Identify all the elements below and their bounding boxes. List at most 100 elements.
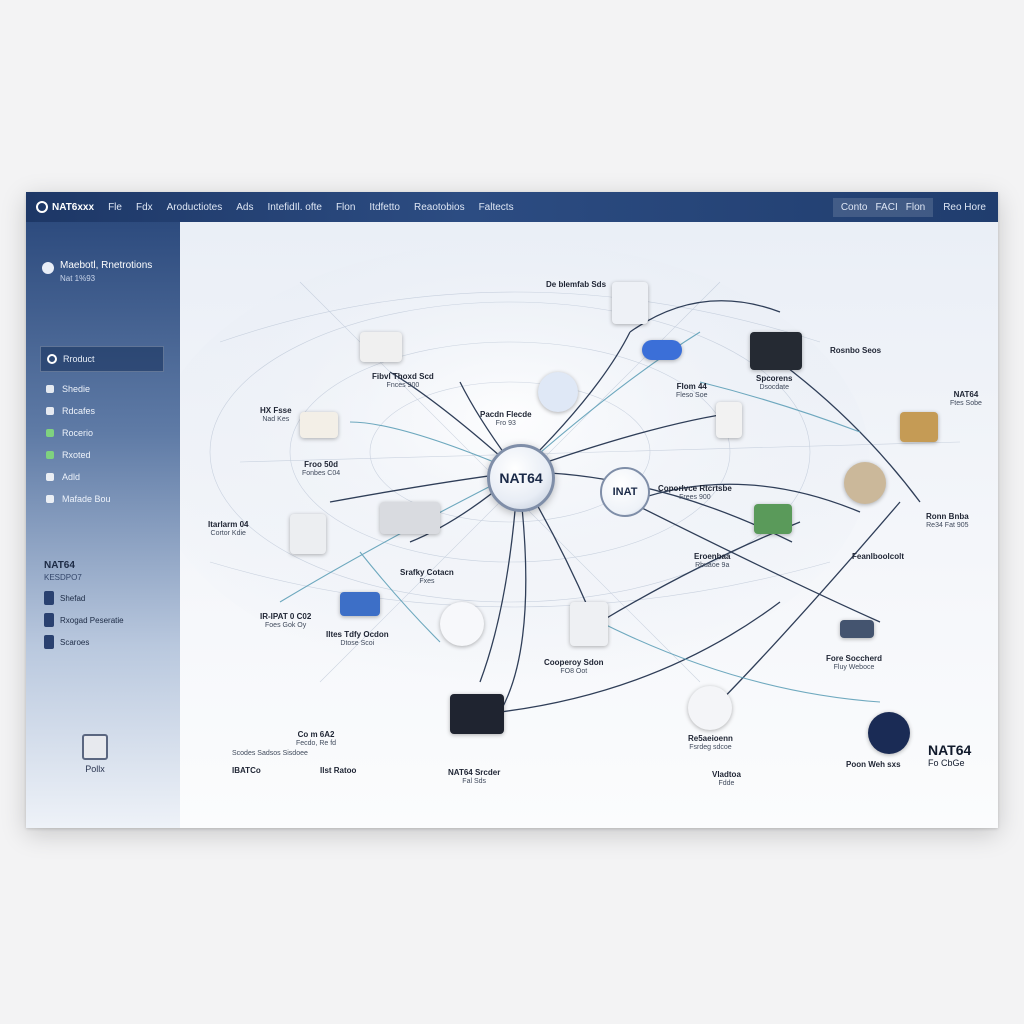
- hub2-label: INAT: [612, 486, 638, 498]
- legend-row: Ilst Ratoo: [320, 766, 357, 775]
- sidebar-item[interactable]: Rxoted: [40, 444, 164, 466]
- device-icon: [44, 613, 54, 627]
- app-window: NAT6xxx Fle Fdx Aroductiotes Ads Intefid…: [26, 192, 998, 828]
- sidebar-item[interactable]: Adld: [40, 466, 164, 488]
- nav-item[interactable]: Faltects: [478, 201, 514, 213]
- nav-item[interactable]: Fle: [108, 201, 122, 213]
- router-icon[interactable]: [750, 332, 802, 370]
- device-icon: [44, 591, 54, 605]
- avatar: [42, 262, 54, 274]
- item-icon: [46, 407, 54, 415]
- sidebar-profile[interactable]: Maebotl, Rnetrotions Nat 1%93: [42, 260, 152, 283]
- network-canvas[interactable]: NAT64 INAT De blemfab Sds Fibvl Thoxd Sc…: [180, 222, 998, 828]
- hub-label: NAT64: [499, 470, 543, 486]
- sidebar-item-product[interactable]: Rroduct: [40, 346, 164, 372]
- item-icon: [46, 385, 54, 393]
- sidebar-item[interactable]: Rocerio: [40, 422, 164, 444]
- device-icon[interactable]: [360, 332, 402, 362]
- faci-link[interactable]: FACI: [875, 201, 898, 213]
- nav-item[interactable]: Flon: [335, 201, 356, 213]
- sidebar-item-label: Rocerio: [62, 428, 94, 438]
- section-title: NAT64: [44, 560, 75, 571]
- item-icon: [46, 429, 54, 437]
- sidebar-item[interactable]: Shedie: [40, 378, 164, 400]
- sidebar: Maebotl, Rnetrotions Nat 1%93 Rroduct Sh…: [26, 222, 180, 828]
- sidebar-item[interactable]: Mafade Bou: [40, 488, 164, 510]
- node-label: Rosnbo Seos: [830, 346, 882, 355]
- legend-row: Scodes Sadsos Sisdoee: [232, 750, 308, 757]
- nat64-hub[interactable]: NAT64: [487, 444, 555, 512]
- device-icon[interactable]: [290, 514, 326, 554]
- device-icon[interactable]: [570, 602, 608, 646]
- computer-icon: [82, 734, 108, 760]
- device-icon[interactable]: [612, 282, 648, 324]
- user-menu[interactable]: Reo Hore: [943, 201, 986, 213]
- profile-sub: Nat 1%93: [60, 274, 96, 283]
- sidebar-item-label: Rroduct: [63, 354, 95, 364]
- sidebar-footer[interactable]: Pollx: [82, 734, 108, 774]
- sidebar-item-label: Rxoted: [62, 450, 91, 460]
- list-item-label: Scaroes: [60, 637, 90, 647]
- brand[interactable]: NAT6xxx: [36, 201, 94, 213]
- nat-hub-secondary[interactable]: INAT: [600, 467, 650, 517]
- nav-item[interactable]: IntefidIl. ofte: [267, 201, 322, 213]
- topbar-right: Conto FACI Flon Reo Hore: [832, 197, 986, 217]
- device-icon[interactable]: [538, 372, 578, 412]
- node-label: Feanlboolcolt: [852, 552, 904, 561]
- device-icon[interactable]: [716, 402, 742, 438]
- list-item[interactable]: Scaroes: [44, 631, 124, 653]
- sidebar-item-label: Rdcafes: [62, 406, 96, 416]
- sidebar-item-label: Shedie: [62, 384, 91, 394]
- list-item[interactable]: Rxogad Peseratie: [44, 609, 124, 631]
- nav-item[interactable]: Ads: [236, 201, 254, 213]
- nav-item[interactable]: Fdx: [135, 201, 153, 213]
- device-icon: [44, 635, 54, 649]
- item-icon: [46, 473, 54, 481]
- node-label: De blemfab Sds: [546, 280, 607, 289]
- brand-name: NAT6xxx: [52, 201, 95, 213]
- device-icon[interactable]: [642, 340, 682, 360]
- device-icon[interactable]: [900, 412, 938, 442]
- device-icon[interactable]: [300, 412, 338, 438]
- device-icon[interactable]: [844, 462, 886, 504]
- device-icon[interactable]: [754, 504, 792, 534]
- main-nav: Fle Fdx Aroductiotes Ads IntefidIl. ofte…: [108, 202, 514, 213]
- nav-item[interactable]: Reaotobios: [413, 201, 465, 213]
- device-icon[interactable]: [840, 620, 874, 638]
- server-icon[interactable]: [380, 502, 440, 534]
- profile-name: Maebotl, Rnetrotions: [60, 260, 153, 271]
- device-icon[interactable]: [450, 694, 504, 734]
- globe-icon[interactable]: [868, 712, 910, 754]
- list-item[interactable]: Shefad: [44, 587, 124, 609]
- nav-item[interactable]: Aroductiotes: [166, 201, 223, 213]
- legend-row: IBATCo: [232, 766, 261, 775]
- sidebar-item-label: Mafade Bou: [62, 494, 111, 504]
- sidebar-item[interactable]: Rdcafes: [40, 400, 164, 422]
- device-icon[interactable]: [440, 602, 484, 646]
- flon-link[interactable]: Flon: [905, 201, 926, 213]
- node-label: Poon Weh sxs: [846, 760, 901, 769]
- device-icon[interactable]: [688, 686, 732, 730]
- user-box[interactable]: Conto FACI Flon: [832, 197, 934, 217]
- nav-item[interactable]: Itdfetto: [369, 201, 400, 213]
- contact-link[interactable]: Conto: [840, 201, 868, 213]
- footer-label: Pollx: [85, 764, 105, 774]
- device-icon[interactable]: [340, 592, 380, 616]
- list-item-label: Shefad: [60, 593, 86, 603]
- logo-icon: [36, 201, 48, 213]
